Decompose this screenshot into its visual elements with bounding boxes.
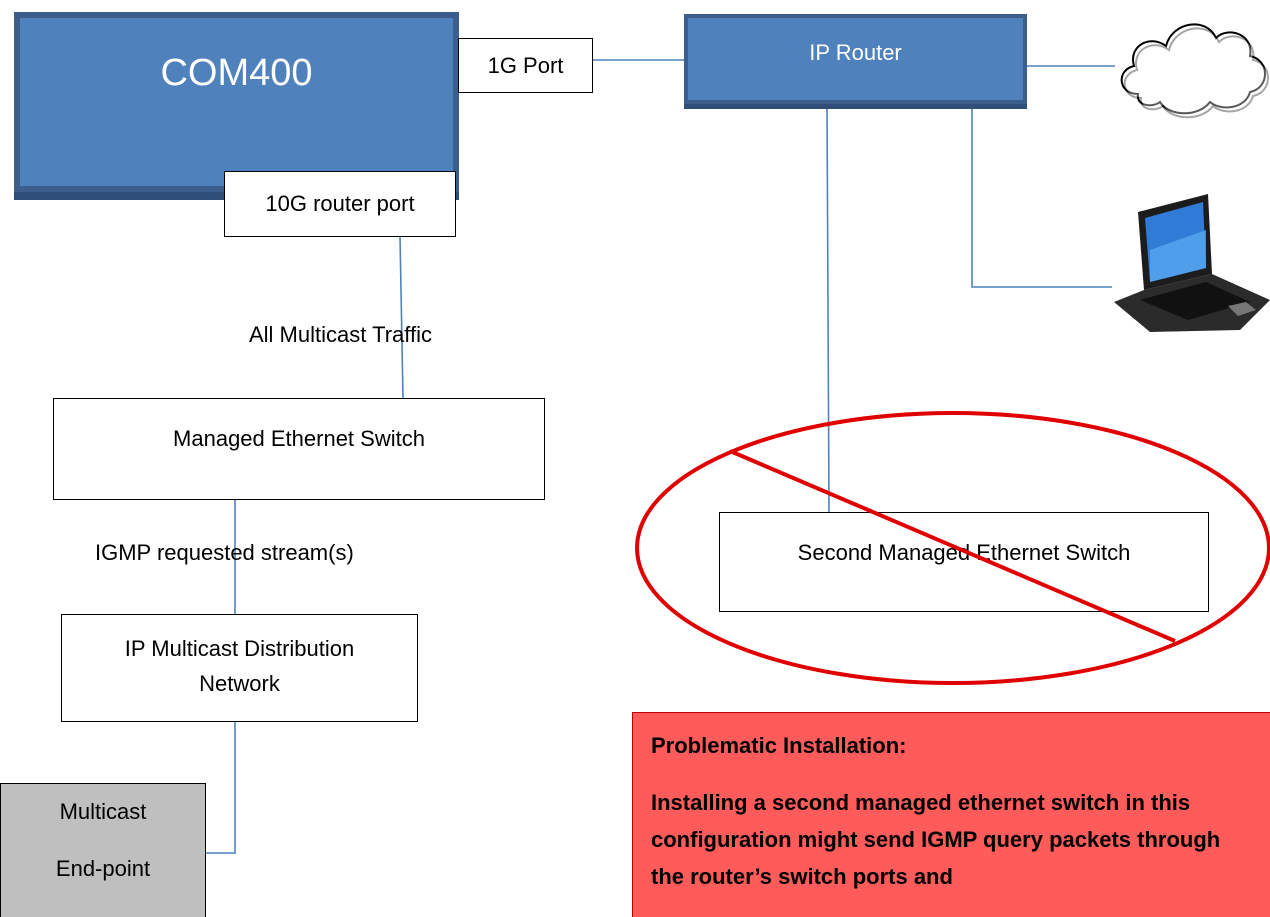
managed-ethernet-switch: Managed Ethernet Switch — [53, 398, 545, 500]
notice-title: Problematic Installation: — [651, 733, 907, 758]
multicast-endpoint: Multicast End-point — [0, 783, 206, 917]
port-1g-label: 1G Port — [487, 52, 564, 78]
distribution-label-line2: Network — [199, 671, 280, 696]
all-multicast-label: All Multicast Traffic — [249, 322, 432, 347]
ip-router: IP Router — [684, 14, 1027, 104]
port-10g: 10G router port — [224, 171, 456, 237]
second-managed-ethernet-switch: Second Managed Ethernet Switch — [719, 512, 1209, 612]
distribution-label-line1: IP Multicast Distribution — [124, 635, 355, 661]
link-router-second-switch — [826, 103, 830, 513]
com400-device: COM400 — [14, 12, 459, 192]
link-distribution-endpoint — [192, 722, 236, 854]
notice-body: Installing a second managed ethernet swi… — [651, 790, 1221, 889]
ip-multicast-distribution-network: IP Multicast Distribution Network — [61, 614, 418, 722]
cloud-icon — [1120, 23, 1269, 119]
link-router-laptop — [971, 104, 1112, 288]
problematic-installation-notice: Problematic Installation: Installing a s… — [632, 712, 1270, 917]
endpoint-label-line2: End-point — [55, 856, 151, 881]
endpoint-label-line1: Multicast — [59, 799, 147, 824]
ip-router-label: IP Router — [809, 40, 902, 65]
managed-switch-label: Managed Ethernet Switch — [173, 426, 425, 451]
igmp-streams-label: IGMP requested stream(s) — [95, 540, 354, 565]
link-10g-switch — [399, 235, 404, 399]
laptop-icon — [1114, 194, 1270, 332]
port-10g-label: 10G router port — [265, 191, 415, 217]
com400-label: COM400 — [160, 52, 313, 94]
port-1g: 1G Port — [458, 38, 593, 93]
